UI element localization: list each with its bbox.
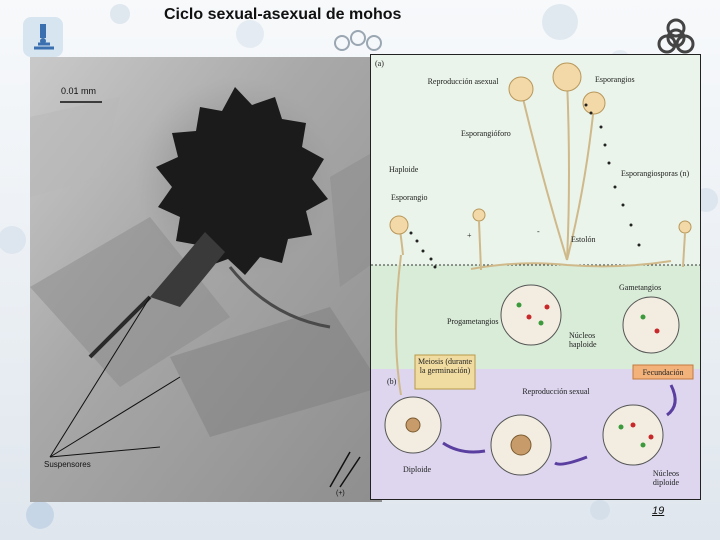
plus-minus-label: (+) xyxy=(336,490,345,497)
haploid-nuclei-label: Núcleos haploide xyxy=(569,331,597,349)
page-number: 19 xyxy=(652,505,665,517)
life-cycle-diagram: (a) Reproducción asexual Esporangios Esp… xyxy=(370,54,701,500)
sporangiospores-label: Esporangiosporas (n) xyxy=(621,169,690,178)
sexual-reproduction-label: Reproducción sexual xyxy=(522,387,590,396)
diploid-label: Diploide xyxy=(403,465,431,474)
slide-title: Ciclo sexual-asexual de mohos xyxy=(164,6,402,23)
sporangiophore-label: Esporangióforo xyxy=(461,129,511,138)
diploid-nuclei-label: Núcleos diploide xyxy=(652,469,680,487)
meiosis-label: Meiosis (durante la germinación) xyxy=(418,357,472,375)
zygospore-micrograph xyxy=(30,57,382,502)
gametangia-label: Gametangios xyxy=(619,283,662,292)
scale-label: 0.01 mm xyxy=(61,86,97,96)
fertilization-label: Fecundación xyxy=(642,368,684,377)
asexual-reproduction-label: Reproducción asexual xyxy=(427,77,499,86)
sporangia-label: Esporangios xyxy=(595,75,635,84)
haploid-label: Haploide xyxy=(389,165,419,174)
section-b-label: (b) xyxy=(387,377,397,386)
microscope-icon xyxy=(23,17,63,57)
sporangium-label: Esporangio xyxy=(391,193,428,202)
section-a-label: (a) xyxy=(375,59,384,68)
molecule-icon xyxy=(334,30,382,51)
suspensors-label: Suspensores xyxy=(44,460,91,469)
plus-label: + xyxy=(467,231,472,240)
minus-label: - xyxy=(537,227,540,236)
stolon-label: Estolón xyxy=(571,235,596,244)
biohazard-icon xyxy=(657,18,695,54)
life-cycle-drawing xyxy=(371,55,700,499)
progametangia-label: Progametangios xyxy=(447,317,499,326)
zygospore-body xyxy=(135,77,335,277)
